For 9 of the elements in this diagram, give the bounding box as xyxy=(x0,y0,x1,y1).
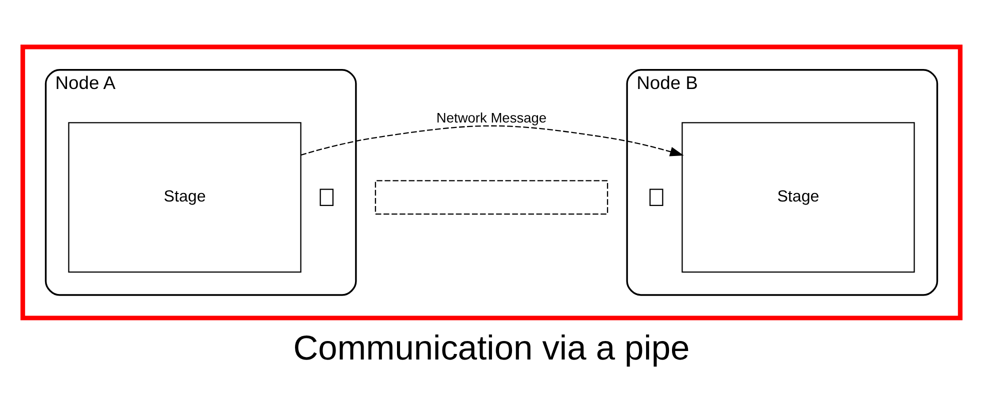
node-box xyxy=(374,180,608,214)
caption: Communication via a pipe xyxy=(292,328,690,367)
node-box: Stage xyxy=(681,122,914,272)
node-box xyxy=(319,188,334,206)
arrow xyxy=(300,124,684,156)
node-box xyxy=(648,188,663,206)
edge-label: Network Message xyxy=(436,110,546,125)
node-box: Stage xyxy=(68,122,301,272)
cluster xyxy=(20,44,962,320)
